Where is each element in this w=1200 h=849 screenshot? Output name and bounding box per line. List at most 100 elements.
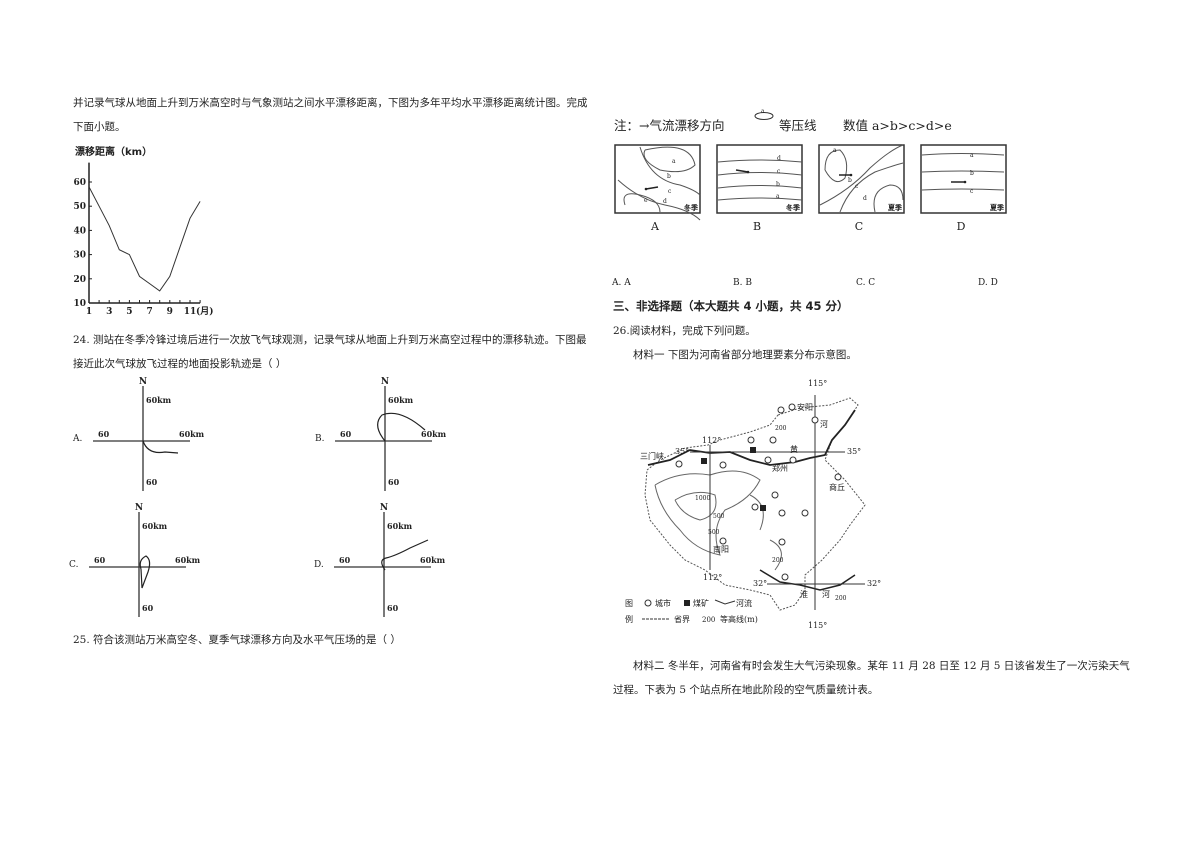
- right-scale-label: 60km: [179, 429, 205, 439]
- arrow-head: [644, 187, 648, 191]
- right-scale-label: 60km: [421, 429, 447, 439]
- q25-option-d[interactable]: D. D: [978, 278, 998, 288]
- trajectory-path: [377, 412, 426, 442]
- yellow-river: [647, 409, 856, 466]
- intro-text-line2: 下面小题。: [73, 121, 126, 133]
- x-tick-label: 3: [106, 307, 112, 317]
- svg-text:南阳: 南阳: [713, 544, 729, 554]
- north-label: N: [380, 503, 388, 513]
- isobar-value-label: e: [644, 197, 648, 204]
- left-scale-label: 60: [340, 429, 352, 439]
- north-label: N: [135, 503, 143, 513]
- north-label: N: [381, 377, 389, 387]
- svg-text:河: 河: [820, 419, 828, 429]
- isobar-line: [824, 149, 848, 183]
- isobar-line: [623, 193, 661, 213]
- map-frame: [716, 144, 803, 214]
- airflow-arrow: [645, 186, 659, 190]
- x-tick-label: 11: [184, 307, 197, 317]
- isobar-line: [819, 144, 904, 206]
- svg-text:淮: 淮: [800, 589, 808, 599]
- chart-ylabel: 漂移距离（km）: [75, 147, 153, 158]
- isobar-value-label: a: [970, 152, 974, 159]
- isobar-value-label: a: [833, 147, 837, 154]
- svg-text:等高线(m): 等高线(m): [720, 614, 758, 624]
- trajectory-path: [139, 555, 151, 589]
- isobar-value-label: b: [970, 170, 974, 177]
- q25-option-b[interactable]: B. B: [733, 278, 752, 288]
- legend-values: 数值 a>b>c>d>e: [843, 118, 952, 133]
- svg-text:35°: 35°: [675, 447, 689, 456]
- intro-text-line1: 并记录气球从地面上升到万米高空时与气象测站之间水平漂移距离，下图为多年平均水平漂…: [73, 97, 588, 109]
- svg-text:河流: 河流: [736, 598, 752, 608]
- isobar-line: [617, 179, 701, 221]
- top-scale-label: 60km: [387, 521, 413, 531]
- isobar-legend-icon: a: [754, 108, 774, 120]
- isobar-value-label: d: [777, 155, 781, 162]
- top-scale-label: 60km: [142, 521, 168, 531]
- bottom-scale-label: 60: [387, 603, 399, 613]
- svg-text:城市: 城市: [655, 598, 671, 608]
- svg-text:煤矿: 煤矿: [693, 598, 709, 608]
- arrow-head: [849, 173, 853, 177]
- legend-note: 注：→气流漂移方向: [614, 118, 725, 133]
- map-frame: [920, 144, 1007, 214]
- svg-text:郑州: 郑州: [772, 463, 788, 473]
- svg-text:200: 200: [775, 425, 787, 432]
- svg-text:32°: 32°: [867, 579, 881, 588]
- x-tick-label: 1: [86, 307, 92, 317]
- left-scale-label: 60: [94, 555, 106, 565]
- svg-text:500: 500: [708, 529, 720, 536]
- q26-text: 26.阅读材料，完成下列问题。: [613, 325, 756, 337]
- legend-isobar: 等压线: [779, 118, 817, 133]
- coal-mine-markers: [701, 447, 766, 511]
- q25-text: 25. 符合该测站万米高空冬、夏季气球漂移方向及水平气压场的是（ ）: [73, 634, 401, 646]
- x-tick-label: 9: [167, 307, 173, 317]
- svg-text:三门峡: 三门峡: [640, 451, 664, 461]
- isobar-line: [873, 184, 904, 213]
- city-markers: [675, 403, 842, 581]
- svg-text:黄: 黄: [790, 444, 798, 454]
- isobar-value-label: c: [855, 183, 859, 190]
- season-label: 夏季: [887, 203, 903, 212]
- arrow-head: [963, 180, 967, 184]
- map-frame: [614, 144, 701, 214]
- x-axis-label: (月): [196, 306, 214, 317]
- isobar-line: [717, 172, 803, 176]
- north-label: N: [139, 377, 147, 387]
- svg-text:115°: 115°: [808, 621, 827, 630]
- isobar-line: [921, 188, 1005, 191]
- isobar-value-label: c: [777, 168, 781, 175]
- isobar-value-label: b: [848, 177, 852, 184]
- isobar-line: [717, 197, 803, 201]
- svg-text:例: 例: [625, 614, 633, 624]
- isobar-value-label: b: [776, 181, 780, 188]
- svg-text:省界: 省界: [674, 614, 690, 624]
- isobar-line: [643, 146, 696, 173]
- svg-text:a: a: [761, 108, 765, 115]
- section-3-heading: 三、非选择题（本大题共 4 小题，共 45 分）: [613, 299, 849, 313]
- isobar-line: [921, 153, 1005, 156]
- isobar-line: [921, 170, 1005, 173]
- q25-option-c[interactable]: C. C: [856, 278, 876, 288]
- season-label: 冬季: [786, 203, 801, 212]
- svg-text:200: 200: [835, 595, 847, 602]
- season-label: 夏季: [989, 203, 1005, 212]
- isobar-value-label: a: [672, 158, 676, 165]
- bottom-scale-label: 60: [388, 477, 400, 487]
- y-tick-label: 10: [73, 299, 86, 309]
- isobar-value-label: c: [970, 188, 974, 195]
- y-tick-label: 20: [73, 275, 86, 285]
- q24-text-line2: 接近此次气球放飞过程的地面投影轨迹是（ ）: [73, 358, 287, 370]
- bottom-scale-label: 60: [142, 603, 154, 613]
- q25-option-a[interactable]: A. A: [612, 278, 631, 288]
- y-tick-label: 40: [73, 226, 86, 236]
- svg-text:安阳: 安阳: [797, 402, 813, 412]
- isobar-value-label: a: [776, 193, 780, 200]
- svg-text:200: 200: [702, 616, 715, 624]
